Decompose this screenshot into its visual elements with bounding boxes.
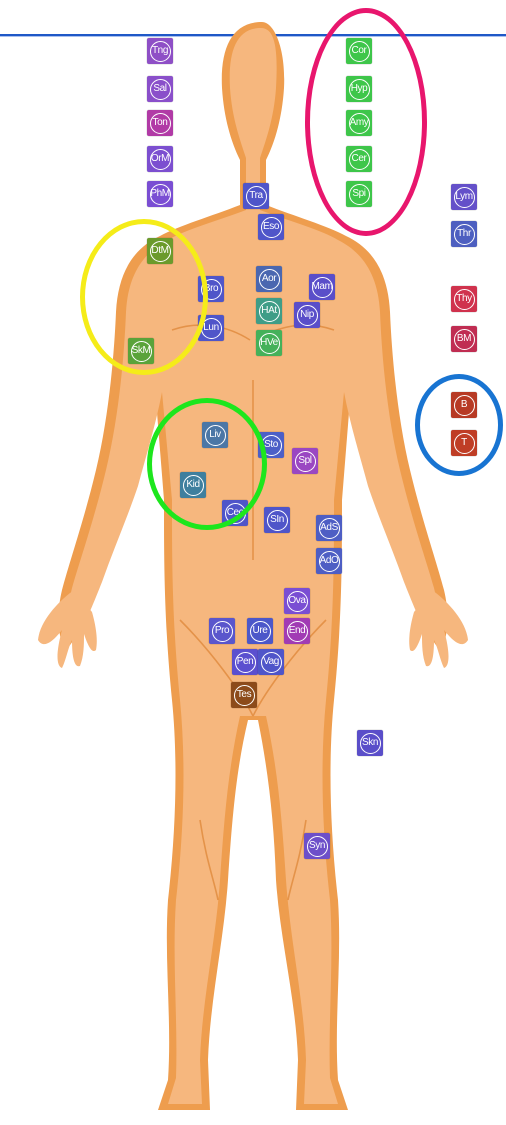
tissue-tile-label: Skn <box>360 733 381 754</box>
tissue-tile-skn[interactable]: Skn <box>357 730 383 756</box>
tissue-tile-label: Tra <box>246 186 267 207</box>
tissue-tile-label: Vag <box>261 652 282 673</box>
tissue-tile-label: Thy <box>454 289 475 310</box>
tissue-tile-skm[interactable]: SkM <box>128 338 154 364</box>
tissue-tile-ure[interactable]: Ure <box>247 618 273 644</box>
tissue-tile-label: Cor <box>349 41 370 62</box>
tissue-tile-label: Tng <box>150 41 171 62</box>
tissue-tile-hyp[interactable]: Hyp <box>346 76 372 102</box>
tissue-tile-ado[interactable]: AdO <box>316 548 342 574</box>
tissue-tile-sin[interactable]: SIn <box>264 507 290 533</box>
tissue-tile-mam[interactable]: Mam <box>309 274 335 300</box>
tissue-tile-label: Ton <box>150 113 171 134</box>
tissue-tile-thr[interactable]: Thr <box>451 221 477 247</box>
tissue-tile-tes[interactable]: Tes <box>231 682 257 708</box>
tissue-tile-label: HAt <box>259 301 280 322</box>
tissue-tile-ads[interactable]: AdS <box>316 515 342 541</box>
tissue-tile-cer[interactable]: Cer <box>346 146 372 172</box>
tissue-tile-eso[interactable]: Eso <box>258 214 284 240</box>
tissue-tile-label: PhM <box>150 184 171 205</box>
tissue-tile-label: BM <box>454 329 475 350</box>
tissue-tile-bm[interactable]: BM <box>451 326 477 352</box>
tissue-tile-lym[interactable]: Lym <box>451 184 477 210</box>
tissue-tile-hve[interactable]: HVe <box>256 330 282 356</box>
tissue-tile-hat[interactable]: HAt <box>256 298 282 324</box>
tissue-tile-aor[interactable]: Aor <box>256 266 282 292</box>
tissue-tile-dtm[interactable]: DtM <box>147 238 173 264</box>
tissue-tile-sal[interactable]: Sal <box>147 76 173 102</box>
tissue-tile-label: SIn <box>267 510 288 531</box>
tissue-tile-label: Spi <box>349 184 370 205</box>
tissue-tile-label: Cer <box>349 149 370 170</box>
tissue-tile-label: AdS <box>319 518 340 539</box>
tissue-tile-label: Hyp <box>349 79 370 100</box>
tissue-tile-label: T <box>454 433 475 454</box>
tissue-tile-label: B <box>454 395 475 416</box>
tissue-tile-spl[interactable]: Spl <box>292 448 318 474</box>
tissue-tile-label: Bro <box>201 279 222 300</box>
tissue-tile-ton[interactable]: Ton <box>147 110 173 136</box>
tissue-tile-thy[interactable]: Thy <box>451 286 477 312</box>
tissue-tile-tng[interactable]: Tng <box>147 38 173 64</box>
tissue-tile-label: SkM <box>131 341 152 362</box>
tissue-tile-b[interactable]: B <box>451 392 477 418</box>
tissue-tile-label: HVe <box>259 333 280 354</box>
tissue-tile-tra[interactable]: Tra <box>243 183 269 209</box>
tissue-tile-label: DtM <box>150 241 171 262</box>
tissue-tile-label: Mam <box>312 277 333 298</box>
tissue-tile-label: AdO <box>319 551 340 572</box>
tissue-tile-syn[interactable]: Syn <box>304 833 330 859</box>
tissue-tile-lun[interactable]: Lun <box>198 315 224 341</box>
tissue-tile-bro[interactable]: Bro <box>198 276 224 302</box>
tissue-tile-label: End <box>287 621 308 642</box>
tissue-tile-phm[interactable]: PhM <box>147 181 173 207</box>
tissue-tile-label: Ova <box>287 591 308 612</box>
tissue-tile-pro[interactable]: Pro <box>209 618 235 644</box>
tissue-tile-label: Lun <box>201 318 222 339</box>
tissue-tile-label: Sto <box>261 435 282 456</box>
tissue-tile-t[interactable]: T <box>451 430 477 456</box>
tissue-tile-kid[interactable]: Kid <box>180 472 206 498</box>
tissue-tile-label: Eso <box>261 217 282 238</box>
tissue-tile-end[interactable]: End <box>284 618 310 644</box>
tissue-tile-pen[interactable]: Pen <box>232 649 258 675</box>
tissue-tile-label: Cec <box>225 503 246 524</box>
tissue-tile-label: Pro <box>212 621 233 642</box>
tissue-tile-label: Tes <box>234 685 255 706</box>
tissue-tile-liv[interactable]: Liv <box>202 422 228 448</box>
tissue-tile-label: Liv <box>205 425 226 446</box>
tissue-tile-label: Nip <box>297 305 318 326</box>
tissue-tile-sto[interactable]: Sto <box>258 432 284 458</box>
tissue-tile-amy[interactable]: Amy <box>346 110 372 136</box>
tissue-tile-cec[interactable]: Cec <box>222 500 248 526</box>
tissue-tile-label: Pen <box>235 652 256 673</box>
tissue-tile-cor[interactable]: Cor <box>346 38 372 64</box>
tissue-tile-label: OrM <box>150 149 171 170</box>
tissue-tile-label: Aor <box>259 269 280 290</box>
tissue-tile-label: Syn <box>307 836 328 857</box>
tissue-tile-label: Ure <box>250 621 271 642</box>
tissue-tile-label: Kid <box>183 475 204 496</box>
tissue-tile-label: Sal <box>150 79 171 100</box>
tissue-tile-nip[interactable]: Nip <box>294 302 320 328</box>
tissue-tile-orm[interactable]: OrM <box>147 146 173 172</box>
tissue-tile-label: Amy <box>349 113 370 134</box>
tissue-tile-vag[interactable]: Vag <box>258 649 284 675</box>
tissue-tile-spi[interactable]: Spi <box>346 181 372 207</box>
tissue-tile-label: Thr <box>454 224 475 245</box>
tissue-tile-label: Spl <box>295 451 316 472</box>
tissue-tile-label: Lym <box>454 187 475 208</box>
tissue-tile-ova[interactable]: Ova <box>284 588 310 614</box>
